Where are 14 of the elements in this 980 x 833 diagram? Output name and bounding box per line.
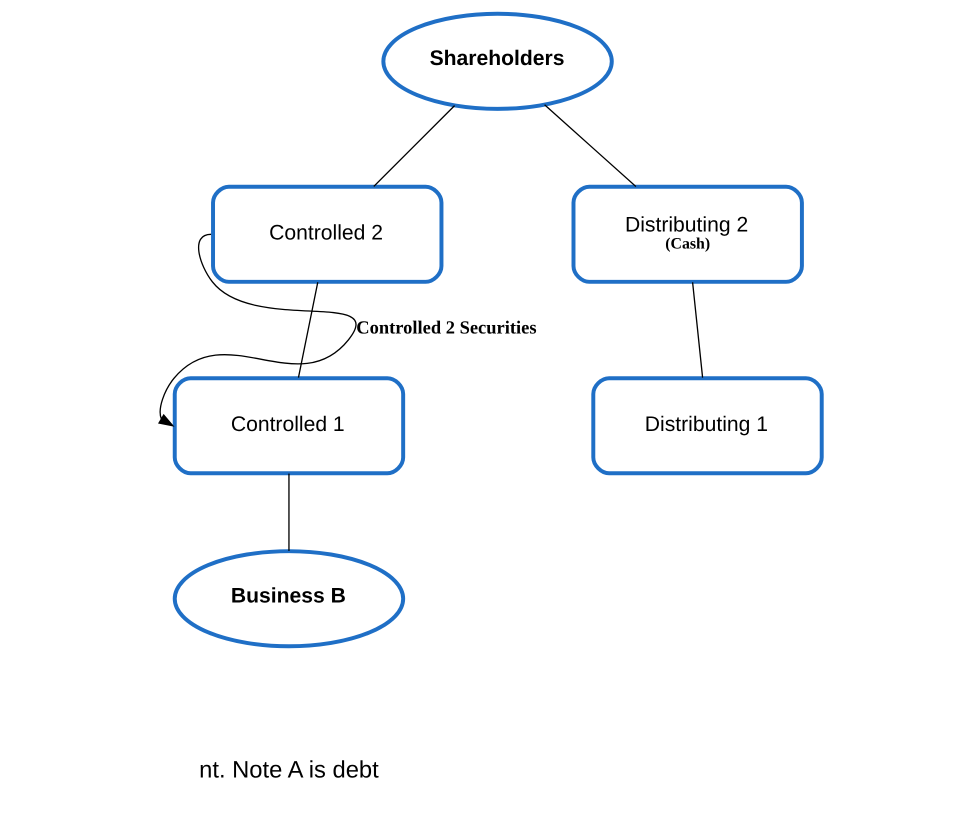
edge-label: Controlled 2 Securities	[356, 318, 536, 338]
connector	[297, 282, 318, 378]
connector	[372, 105, 455, 187]
connector	[288, 474, 290, 551]
label: nt. Note A is debt	[198, 756, 378, 784]
node-ellipse: Shareholders	[380, 12, 614, 111]
node-box: Distributing 1	[590, 376, 824, 476]
node-box: Distributing 2 (Cash)	[571, 184, 804, 284]
node-ellipse: Business B	[172, 549, 405, 648]
arrow	[158, 234, 356, 427]
node-box: Controlled 2	[210, 184, 443, 284]
node-box: Controlled 1	[172, 376, 405, 476]
connector	[544, 104, 636, 188]
connector	[691, 282, 703, 378]
